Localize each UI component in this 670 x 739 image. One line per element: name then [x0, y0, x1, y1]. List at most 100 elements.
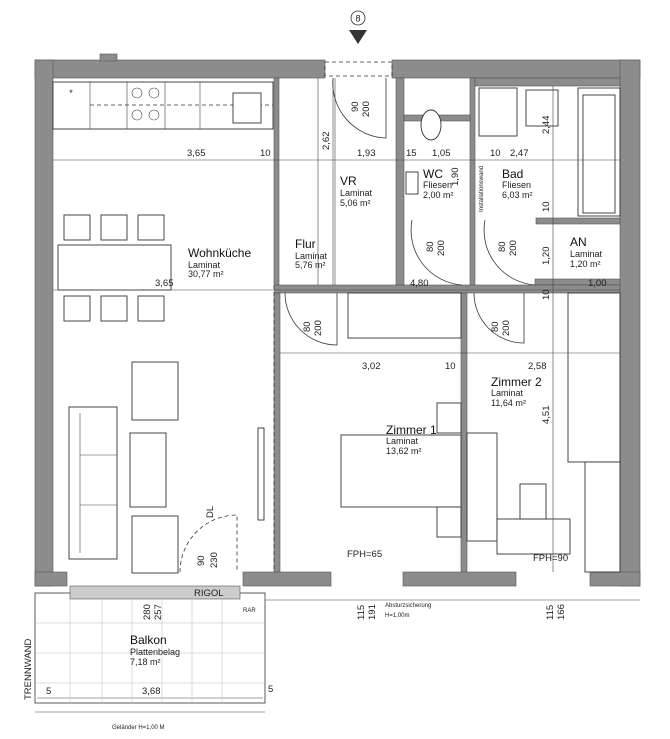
door-width: 80 — [490, 321, 501, 332]
room-area: 11,64 m² — [491, 398, 526, 408]
room-area: 30,77 m² — [188, 269, 224, 279]
sink-icon — [232, 92, 262, 124]
dimension-labels: 3,65 10 1,93 15 1,05 10 2,47 3,65 4,80 1… — [46, 116, 607, 698]
room-label-zimmer2: Zimmer 2 Laminat 11,64 m² — [491, 375, 542, 408]
dim-label: 3,68 — [142, 686, 161, 697]
window-fph: FPH=65 — [347, 549, 382, 560]
room-floor: Laminat — [340, 188, 373, 198]
window-height: 191 — [367, 604, 378, 620]
room-name: Bad — [502, 167, 523, 181]
window-sill: 115 — [356, 605, 367, 620]
window-fph: FPH=90 — [533, 553, 568, 564]
room-name: Balkon — [130, 633, 167, 647]
dim-label: 2,58 — [528, 361, 547, 372]
window-height: 257 — [153, 604, 164, 620]
room-floor: Plattenbelag — [130, 647, 180, 657]
dim-label: 4,51 — [541, 406, 552, 425]
window-sill: 280 — [142, 604, 153, 620]
gelaender-label: Geländer H=1,00 M — [112, 725, 165, 731]
room-floor: Laminat — [188, 260, 221, 270]
room-name: AN — [570, 235, 587, 249]
room-name: VR — [340, 174, 357, 188]
room-floor: Laminat — [386, 436, 419, 446]
dim-label: 10 — [260, 148, 271, 159]
room-label-bad: Bad Fliesen 6,03 m² — [502, 167, 533, 200]
window-height: 166 — [556, 604, 567, 620]
door-height: 200 — [361, 101, 372, 117]
bathroom-fixtures — [405, 87, 621, 217]
dim-label: 5 — [46, 686, 51, 697]
room-name: Zimmer 1 — [386, 423, 437, 437]
section-arrow-icon — [349, 30, 367, 44]
door-labels: 90 200 80 200 80 200 80 200 80 200 DL 90… — [196, 101, 519, 568]
annotations: Installationswand RIGOL RAR Absturzsiche… — [23, 166, 485, 731]
dim-label: 15 — [406, 148, 417, 159]
section-marker-number: 8 — [355, 14, 360, 24]
dim-label: 10 — [541, 289, 552, 300]
installationswand-label: Installationswand — [479, 166, 485, 212]
window-labels: FPH=65 FPH=90 115 191 115 166 280 257 — [142, 549, 568, 620]
toilet-icon — [420, 109, 442, 141]
door-width: 90 — [196, 555, 207, 566]
absturz-height-label: H=1,00m — [385, 613, 410, 619]
dim-label: 1,05 — [432, 148, 451, 159]
room-name: WC — [423, 167, 443, 181]
kitchen-counter: * — [52, 81, 274, 130]
dim-label: 1,20 — [541, 247, 552, 266]
room-name: Wohnküche — [188, 246, 251, 260]
room-floor: Fliesen — [502, 180, 531, 190]
room-area: 7,18 m² — [130, 657, 161, 667]
room-area: 6,03 m² — [502, 190, 533, 200]
room-label-vr: VR Laminat 5,06 m² — [340, 174, 373, 208]
dim-label: 10 — [445, 361, 456, 372]
room-floor: Laminat — [295, 251, 328, 261]
room-name: Flur — [295, 237, 316, 251]
dim-label: 2,44 — [541, 116, 552, 135]
balcony — [34, 585, 640, 713]
door-height: 200 — [508, 240, 519, 256]
room-floor: Laminat — [570, 249, 603, 259]
door-height: 200 — [501, 320, 512, 336]
rigol-grate — [69, 585, 241, 600]
door-width: 90 — [350, 101, 361, 112]
dim-label: 1,90 — [450, 168, 461, 187]
bedroom-furniture — [340, 292, 621, 573]
window-sill: 115 — [545, 605, 556, 620]
absturz-label: Absturzsicherung — [385, 603, 431, 609]
dim-label: 2,47 — [510, 148, 529, 159]
exterior-walls — [34, 53, 641, 587]
room-area: 1,20 m² — [570, 259, 601, 269]
room-area: 13,62 m² — [386, 446, 422, 456]
trennwand-label: TRENNWAND — [23, 638, 34, 700]
room-floor: Fliesen — [423, 180, 452, 190]
room-area: 5,76 m² — [295, 260, 326, 270]
door-height: 200 — [313, 320, 324, 336]
dim-label: 3,65 — [155, 278, 174, 289]
dim-label: 4,80 — [410, 278, 429, 289]
room-area: 2,00 m² — [423, 190, 454, 200]
dim-label: 3,02 — [362, 361, 381, 372]
dim-label: 1,00 — [588, 278, 607, 289]
dining-table — [57, 214, 172, 322]
section-marker: 8 — [349, 10, 367, 44]
rar-label: RAR — [243, 608, 256, 614]
fridge-icon: * — [69, 88, 73, 98]
dim-label: 2,62 — [321, 132, 332, 151]
room-name: Zimmer 2 — [491, 375, 542, 389]
room-label-wc: WC Fliesen 2,00 m² — [423, 167, 454, 200]
door-height: 200 — [436, 240, 447, 256]
dimension-lines — [37, 78, 620, 699]
dim-label: 10 — [541, 201, 552, 212]
room-label-balkon: Balkon Plattenbelag 7,18 m² — [130, 633, 180, 667]
rigol-label: RIGOL — [194, 588, 224, 599]
room-label-zimmer1: Zimmer 1 Laminat 13,62 m² — [386, 423, 437, 456]
dim-label: 3,65 — [187, 148, 206, 159]
room-label-an: AN Laminat 1,20 m² — [570, 235, 603, 269]
room-area: 5,06 m² — [340, 198, 371, 208]
door-width: 80 — [497, 241, 508, 252]
dim-label: 1,93 — [357, 148, 376, 159]
living-furniture — [68, 361, 265, 574]
dim-label: 5 — [268, 684, 273, 695]
door-width: 80 — [425, 241, 436, 252]
